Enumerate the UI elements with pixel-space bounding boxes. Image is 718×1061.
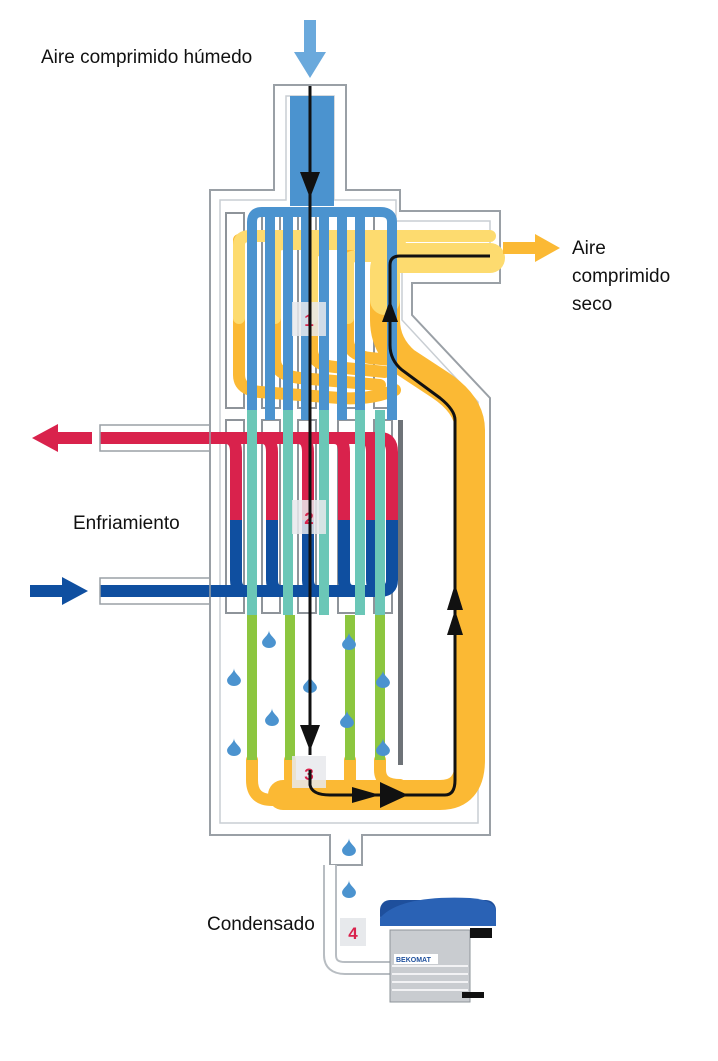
arrow-right-icon [503, 234, 560, 262]
arrow-down-icon [294, 20, 326, 78]
bekomat-drain: BEKOMAT [380, 897, 496, 1003]
condensate-label: Condensado [207, 914, 315, 935]
coolant-hot-pipe [100, 432, 398, 520]
cooling-label: Enfriamiento [73, 513, 180, 534]
dry-air-label-line-2: comprimido [572, 266, 671, 287]
svg-text:BEKOMAT: BEKOMAT [396, 957, 432, 964]
wet-air-label: Aire comprimido húmedo [41, 47, 253, 68]
dry-air-label-line-3: seco [572, 294, 613, 315]
stage-number-4: 4 [348, 924, 358, 943]
dry-air-label: Aire comprimido seco [572, 235, 670, 319]
dry-air-label-line-1: Aire [572, 238, 606, 259]
